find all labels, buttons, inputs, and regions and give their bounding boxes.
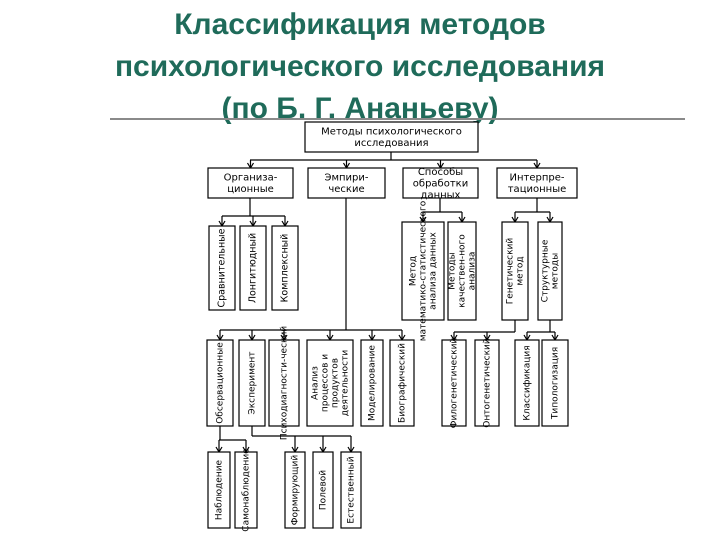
empirical-method-1-label: Обсервационные bbox=[215, 342, 225, 424]
interpretation-method-1-label: Генетический bbox=[505, 238, 515, 305]
group-empirical-label: Эмпири- bbox=[324, 173, 368, 184]
empirical-method-2: Эксперимент bbox=[238, 339, 266, 427]
title-line-1: Классификация методов bbox=[174, 8, 546, 41]
experiment-method-3: Естественный bbox=[340, 451, 362, 529]
processing-method-2-label: качествен-ного bbox=[457, 234, 467, 308]
org-method-3: Комплексный bbox=[271, 225, 299, 311]
title-divider bbox=[110, 118, 685, 120]
structural-method-2: Типологизация bbox=[541, 339, 569, 427]
interpretation-method-2-label: Структурные bbox=[540, 239, 550, 302]
structural-method-1-label: Классификация bbox=[522, 345, 532, 420]
processing-method-1-label: математико-статистического bbox=[418, 200, 428, 341]
group-empirical: Эмпири-ческие bbox=[307, 167, 386, 199]
group-interpretation: Интерпре-тационные bbox=[496, 167, 578, 199]
interpretation-method-1-label: метод bbox=[515, 256, 525, 285]
org-method-2: Лонгитюдный bbox=[239, 225, 267, 311]
empirical-method-1: Обсервационные bbox=[206, 339, 234, 427]
root-node-label: Методы психологического bbox=[321, 127, 462, 138]
processing-method-1-label: Метод bbox=[409, 256, 419, 286]
experiment-method-1-label: Формирующий bbox=[290, 455, 300, 526]
empirical-method-5-label: Моделирование bbox=[367, 345, 377, 421]
group-empirical-label: ческие bbox=[328, 184, 364, 195]
empirical-method-6: Биографический bbox=[389, 339, 415, 427]
empirical-method-4-label: деятельности bbox=[340, 350, 350, 417]
empirical-method-3: Психодиагности-ческий bbox=[268, 326, 300, 440]
interpretation-method-2-label: методы bbox=[550, 253, 560, 289]
observation-method-1: Наблюдение bbox=[207, 451, 231, 529]
empirical-method-4-label: продуктов bbox=[330, 358, 340, 408]
group-organizational-label: Организа- bbox=[224, 173, 278, 184]
root-node-label: исследования bbox=[354, 138, 428, 149]
org-method-2-label: Лонгитюдный bbox=[248, 233, 259, 303]
empirical-method-4-label: Анализ bbox=[311, 366, 321, 400]
experiment-method-2: Полевой bbox=[312, 451, 334, 529]
group-organizational-label: ционные bbox=[227, 184, 274, 195]
experiment-method-3-label: Естественный bbox=[346, 456, 356, 523]
processing-method-1-label: анализа данных bbox=[428, 232, 438, 310]
genetic-method-2-label: Онтогенетический bbox=[482, 338, 492, 428]
observation-method-1-label: Наблюдение bbox=[214, 459, 224, 520]
empirical-method-2-label: Эксперимент bbox=[247, 351, 257, 414]
group-processing-label: обработки bbox=[413, 178, 468, 189]
processing-method-2-label: Методы bbox=[448, 252, 458, 289]
slide-title: Классификация методов психологического и… bbox=[0, 4, 720, 130]
group-interpretation-label: Интерпре- bbox=[510, 173, 565, 184]
title-line-2: психологического исследования bbox=[114, 50, 606, 83]
empirical-method-6-label: Биографический bbox=[397, 343, 407, 423]
org-method-1: Сравнительные bbox=[208, 225, 236, 311]
group-interpretation-label: тационные bbox=[508, 184, 567, 195]
empirical-method-5: Моделирование bbox=[360, 339, 384, 427]
diagram-nodes: Методы психологическогоисследованияОрган… bbox=[206, 121, 578, 532]
experiment-method-1: Формирующий bbox=[284, 451, 306, 529]
group-processing-label: Способы bbox=[418, 167, 463, 178]
structural-method-2-label: Типологизация bbox=[550, 347, 560, 420]
experiment-method-2-label: Полевой bbox=[318, 470, 328, 510]
org-method-3-label: Комплексный bbox=[280, 234, 291, 303]
observation-method-2: Самонаблюдение bbox=[234, 448, 258, 532]
structural-method-1: Классификация bbox=[514, 339, 540, 427]
observation-method-2-label: Самонаблюдение bbox=[241, 448, 251, 532]
genetic-method-2: Онтогенетический bbox=[474, 338, 500, 428]
org-method-1-label: Сравнительные bbox=[217, 228, 228, 307]
processing-method-2-label: анализа bbox=[467, 252, 477, 291]
genetic-method-1-label: Филогенетический bbox=[449, 338, 459, 429]
group-organizational: Организа-ционные bbox=[207, 167, 294, 199]
group-processing-label: данных bbox=[421, 190, 461, 201]
empirical-method-4-label: процессов и bbox=[320, 354, 330, 412]
empirical-method-3-label: Психодиагности-ческий bbox=[279, 326, 289, 440]
genetic-method-1: Филогенетический bbox=[441, 338, 467, 429]
